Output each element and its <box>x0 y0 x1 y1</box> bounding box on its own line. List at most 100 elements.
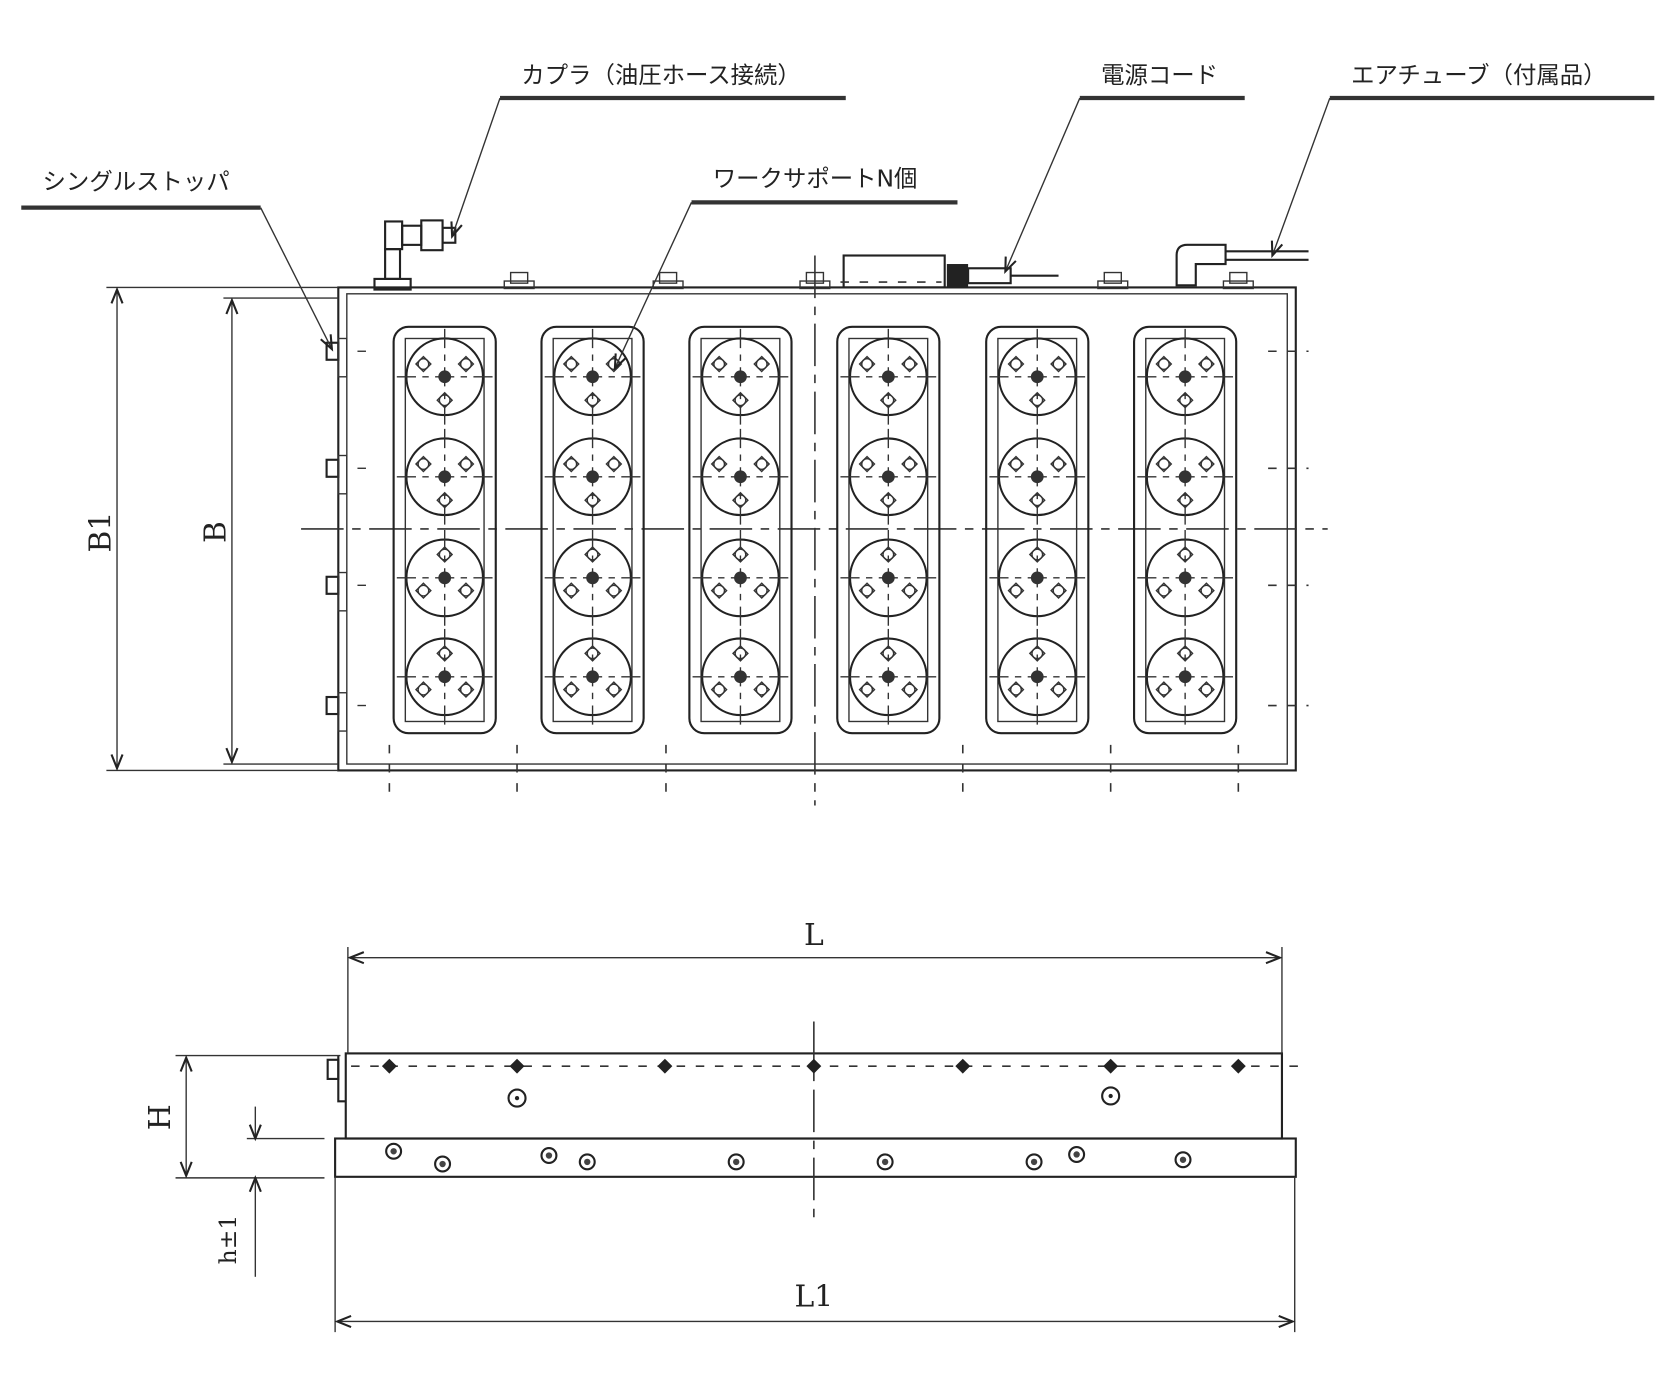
bolt-washer <box>1097 280 1129 290</box>
callout-power-cord: 電源コード <box>1101 61 1218 89</box>
mounting-bolt-icon <box>861 584 874 597</box>
mounting-bolt-icon <box>565 458 578 471</box>
base-bolt-icon <box>434 1155 452 1173</box>
bolt-head-icon <box>753 455 771 473</box>
base-bolt-icon <box>1174 1151 1192 1169</box>
mounting-bolt-icon <box>1157 458 1170 471</box>
bolt-head-icon <box>1050 681 1067 698</box>
stopper-body <box>325 695 340 716</box>
center-pin-icon <box>734 571 747 585</box>
bolt-head-icon <box>457 681 475 698</box>
single-stopper <box>325 337 366 378</box>
bolt-head-icon <box>1176 391 1194 409</box>
bolt-head-icon <box>414 355 432 373</box>
mounting-bolt-icon <box>882 394 895 407</box>
fastener-mark-icon <box>509 1058 525 1074</box>
center-pin-icon <box>1178 571 1192 585</box>
bolt-head-icon <box>858 455 876 473</box>
mounting-bolt-icon <box>459 358 472 371</box>
stopper-plate <box>337 692 348 732</box>
bolt-head-icon <box>1176 546 1194 563</box>
callout-air-tube: エアチューブ（付属品） <box>1351 61 1606 89</box>
center-pin-icon <box>1030 670 1044 684</box>
work-support <box>544 328 641 425</box>
work-support <box>396 428 493 525</box>
center-pin-icon <box>881 370 895 384</box>
side-fastener-marks <box>381 1058 1246 1173</box>
base-bolt-center <box>390 1148 397 1155</box>
mounting-bolt-icon <box>1009 458 1022 471</box>
mounting-bolt-icon <box>713 358 726 371</box>
base-bolt-icon <box>727 1153 745 1171</box>
stopper-plate <box>337 571 348 612</box>
mounting-bolt-icon <box>565 358 578 371</box>
mounting-bolt-icon <box>459 584 472 597</box>
mounting-bolt-icon <box>1052 458 1065 471</box>
bolt-head-icon <box>436 644 454 662</box>
bolt-head-icon <box>732 491 749 509</box>
mounting-bolt-icon <box>565 683 578 696</box>
work-support-column <box>688 325 793 735</box>
base-bolt-center <box>732 1158 740 1166</box>
bolt-head-icon <box>1028 546 1046 563</box>
base-bolt-icon <box>1068 1145 1086 1163</box>
single-stopper <box>325 454 366 495</box>
work-support <box>989 328 1086 425</box>
work-support <box>1137 628 1234 725</box>
bolt-head <box>805 271 825 284</box>
mounting-bolt-icon <box>1200 358 1213 371</box>
bolt-head-icon <box>457 582 475 600</box>
mounting-bolt-icon <box>459 683 472 696</box>
mounting-bolt-icon <box>417 358 430 371</box>
work-support-column <box>1133 325 1238 735</box>
bolt-head-icon <box>457 355 475 373</box>
mounting-bolt-icon <box>861 683 874 696</box>
bolt-head-icon <box>1155 582 1173 600</box>
mounting-bolt-icon <box>1052 358 1065 371</box>
work-support-column <box>985 325 1090 735</box>
center-pin-icon <box>1030 470 1044 484</box>
base-bolt-icon <box>1025 1153 1043 1171</box>
mounting-bolt-icon <box>586 647 599 660</box>
bolt-head-icon <box>1050 355 1067 373</box>
bolt-head-icon <box>584 391 601 409</box>
bolt-washer <box>799 280 831 290</box>
bolt-head-icon <box>710 681 728 698</box>
work-support <box>840 428 937 525</box>
mounting-bolt-icon <box>607 458 620 471</box>
dimension-l1: L1 <box>334 1176 1296 1333</box>
mounting-bolt-icon <box>861 458 874 471</box>
bolt-head-icon <box>562 681 580 698</box>
work-support <box>1137 529 1234 626</box>
dimension-label-h-tolerance: h±1 <box>214 1215 242 1265</box>
bolt-head-icon <box>732 644 749 662</box>
callouts: カプラ（油圧ホース接続） 電源コード エアチューブ（付属品） シングルストッパ … <box>21 61 1655 368</box>
mounting-bolt-icon <box>438 394 451 407</box>
port-hole-icon <box>507 1088 527 1108</box>
mounting-bolt-icon <box>1157 584 1170 597</box>
center-pin-icon <box>1178 370 1192 384</box>
work-support-column <box>392 325 497 735</box>
mounting-bolt-icon <box>586 494 599 507</box>
center-pin-icon <box>586 571 599 585</box>
mounting-bolt-icon <box>1052 584 1065 597</box>
dimension-label-l: L <box>804 918 824 953</box>
mounting-bolt-icon <box>459 458 472 471</box>
center-pin-icon <box>734 670 747 684</box>
center-pin-icon <box>438 470 452 484</box>
bolt-head-icon <box>1197 681 1215 698</box>
mounting-bolt-icon <box>438 548 451 561</box>
work-support <box>692 529 789 626</box>
mounting-bolt-icon <box>1031 394 1044 407</box>
bolt-head-icon <box>1028 644 1046 662</box>
center-pin-icon <box>734 370 747 384</box>
mounting-bolt-icon <box>755 683 768 696</box>
mounting-bolt-icon <box>417 458 430 471</box>
dimension-h-tolerance: h±1 <box>214 1106 325 1277</box>
bolt-head-icon <box>1028 491 1046 509</box>
work-support <box>840 628 937 725</box>
mounting-bolt-icon <box>713 683 726 696</box>
mounting-bolt-icon <box>1052 683 1065 696</box>
bolt-head-icon <box>879 644 897 662</box>
